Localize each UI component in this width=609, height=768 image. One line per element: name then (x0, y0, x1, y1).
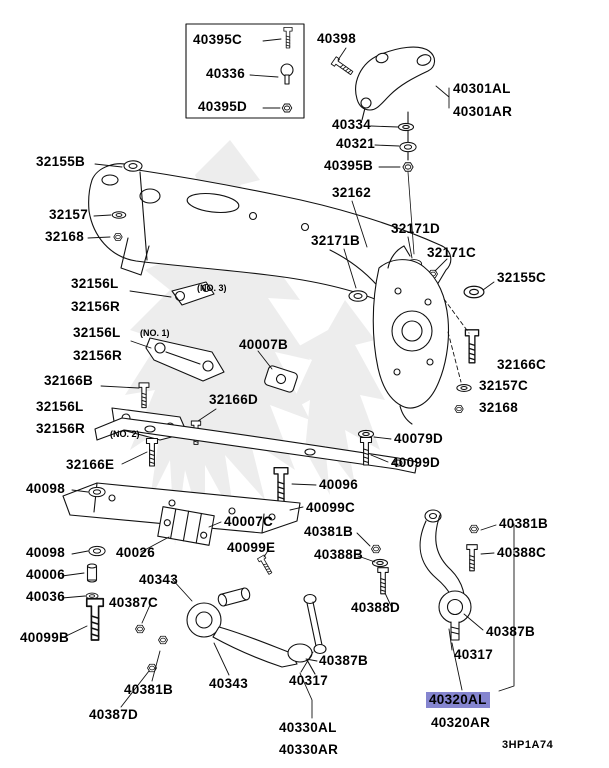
part-label[interactable]: 32155C (497, 270, 547, 285)
trailing-arm-drawing (371, 509, 479, 641)
stab-link-drawing (303, 593, 327, 655)
stay-no1-drawing (145, 337, 225, 382)
part-label[interactable]: 32168 (45, 229, 85, 244)
part-label[interactable]: 32168 (479, 400, 519, 415)
part-label[interactable]: 40079D (394, 431, 444, 446)
part-label[interactable]: 40387B (486, 624, 536, 639)
part-label[interactable]: 40388D (351, 600, 401, 615)
right-fasteners (454, 329, 480, 413)
part-label[interactable]: 40317 (289, 673, 329, 688)
part-label[interactable]: 40007B (239, 337, 289, 352)
part-label[interactable]: 40336 (206, 66, 246, 81)
part-label[interactable]: 40387D (89, 707, 139, 722)
part-label[interactable]: 40320AR (431, 715, 491, 730)
part-label[interactable]: 40398 (317, 31, 357, 46)
part-label[interactable]: 40387B (319, 653, 369, 668)
part-label[interactable]: 40007C (224, 514, 274, 529)
top-parts-box (185, 23, 355, 119)
part-label[interactable]: 32157C (479, 378, 529, 393)
part-label[interactable]: 32166D (209, 392, 259, 407)
part-label[interactable]: 40301AR (453, 104, 513, 119)
part-label[interactable]: 40388C (497, 545, 547, 560)
part-label[interactable]: 32156R (73, 348, 123, 363)
part-label[interactable]: 32156L (73, 325, 121, 340)
upper-control-arm-drawing (355, 46, 436, 172)
part-note: (NO. 2) (110, 429, 140, 439)
part-label[interactable]: 40395B (324, 158, 374, 173)
part-label[interactable]: 32156R (36, 421, 86, 436)
part-label[interactable]: 40096 (319, 477, 359, 492)
part-label[interactable]: 32166E (66, 457, 115, 472)
bracket-plate-drawing (157, 506, 215, 546)
part-note: (NO. 1) (140, 328, 170, 338)
part-label[interactable]: 40343 (209, 676, 249, 691)
part-label[interactable]: 40098 (26, 545, 66, 560)
part-label[interactable]: 32166B (44, 373, 94, 388)
lower-arm-drawing (186, 602, 316, 675)
arm-sleeve-drawing (217, 587, 251, 607)
part-label[interactable]: 40381B (499, 516, 549, 531)
part-label[interactable]: 40387C (109, 595, 159, 610)
part-label[interactable]: 32156L (36, 399, 84, 414)
part-label[interactable]: 40006 (26, 567, 66, 582)
part-label[interactable]: 40330AR (279, 742, 339, 757)
part-label[interactable]: 32156R (71, 299, 121, 314)
lower-plate-drawing (62, 482, 301, 534)
tension-bar-drawing (94, 417, 418, 474)
part-label[interactable]: 40381B (304, 524, 354, 539)
part-label[interactable]: 32156L (71, 276, 119, 291)
part-label[interactable]: 40026 (116, 545, 156, 560)
part-label[interactable]: 40334 (332, 117, 372, 132)
leader-lines (61, 38, 515, 719)
part-label[interactable]: 40321 (336, 136, 376, 151)
part-label[interactable]: 40330AL (279, 720, 337, 735)
crossmember-drawing (88, 160, 485, 312)
part-label[interactable]: 40099E (227, 540, 276, 555)
part-label[interactable]: 32166C (497, 357, 547, 372)
part-label[interactable]: 40099C (306, 500, 356, 515)
part-label-selected[interactable]: 40320AL (426, 692, 490, 708)
part-label[interactable]: 40301AL (453, 81, 511, 96)
part-label[interactable]: 32171D (391, 221, 441, 236)
part-label[interactable]: 32162 (332, 185, 372, 200)
stay-no3-drawing (171, 281, 215, 306)
part-label[interactable]: 32157 (49, 207, 89, 222)
part-label[interactable]: 40317 (454, 647, 494, 662)
part-label[interactable]: 32171B (311, 233, 361, 248)
part-label[interactable]: 40381B (124, 682, 174, 697)
knuckle-drawing (372, 245, 449, 425)
part-label[interactable]: 40343 (139, 572, 179, 587)
damper-drawing (264, 365, 298, 393)
part-label[interactable]: 40098 (26, 481, 66, 496)
part-label[interactable]: 32155B (36, 154, 86, 169)
part-label[interactable]: 32171C (427, 245, 477, 260)
part-label[interactable]: 40099B (20, 630, 70, 645)
part-note: (NO. 3) (197, 283, 227, 293)
part-label[interactable]: 40388B (314, 547, 364, 562)
part-label[interactable]: 40395C (193, 32, 243, 47)
part-label[interactable]: 40099D (391, 455, 441, 470)
part-label[interactable]: 40395D (198, 99, 248, 114)
diagram-code: 3HP1A74 (502, 739, 554, 751)
part-label[interactable]: 40036 (26, 589, 66, 604)
